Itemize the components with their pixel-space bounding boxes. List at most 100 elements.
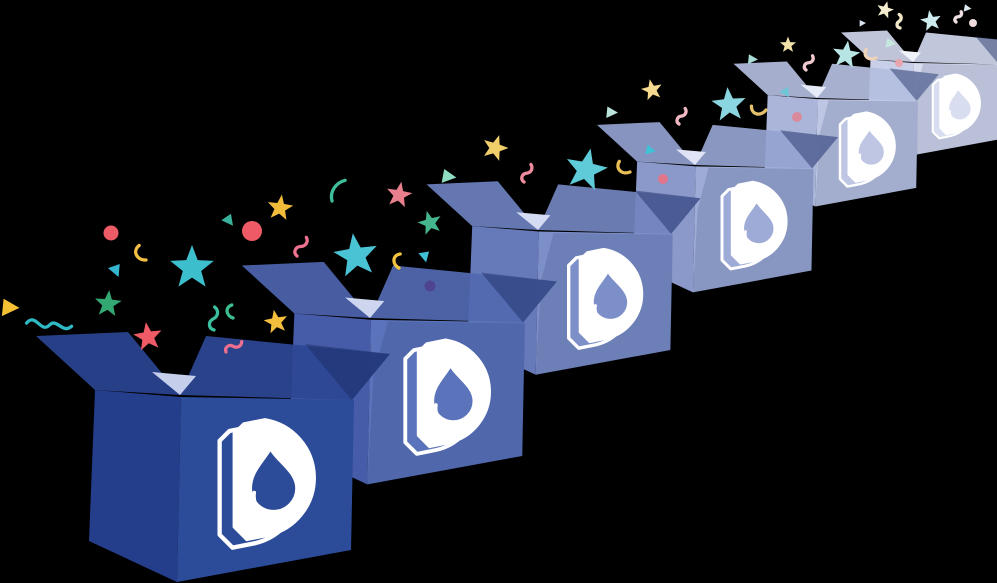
box-left-flap <box>733 61 817 98</box>
confetti-triangle <box>747 54 758 65</box>
gift-box-6 <box>841 30 997 156</box>
confetti-star <box>641 79 662 101</box>
confetti-triangle <box>1 298 20 317</box>
drip-droplet-logo <box>217 418 316 550</box>
box-flap-tip-shadow <box>481 272 557 323</box>
logo-droplet-highlight <box>744 230 753 247</box>
box-inner-flap <box>800 84 827 98</box>
confetti-star <box>832 40 861 68</box>
box-right-flap <box>817 63 939 101</box>
confetti-triangle <box>107 264 120 278</box>
logo-droplet-highlight <box>949 109 956 123</box>
box-flap-tip-shadow <box>305 344 390 400</box>
confetti-dot <box>792 112 802 122</box>
drip-droplet-logo <box>403 338 491 456</box>
box-right-flap <box>370 265 557 323</box>
confetti-triangle <box>221 213 234 226</box>
box-right-flap <box>695 124 839 169</box>
box-flap-tip-shadow <box>634 190 701 234</box>
confetti-triangle <box>779 86 789 98</box>
confetti-star <box>566 148 608 191</box>
box-left-flap <box>426 181 538 230</box>
gift-box-1 <box>36 332 390 582</box>
confetti-dot <box>969 19 977 27</box>
confetti-star <box>920 10 941 31</box>
box-flap-tip-shadow <box>975 36 997 63</box>
confetti-squiggle <box>392 252 402 270</box>
boxes-layer <box>36 30 997 582</box>
box-left-flap <box>36 332 180 395</box>
logo-droplet-face <box>416 338 491 449</box>
confetti-squiggle <box>134 243 148 262</box>
confetti-squiggle <box>207 305 220 332</box>
confetti-triangle <box>418 251 430 263</box>
box-inner-flap <box>675 149 706 165</box>
logo-droplet-highlight <box>593 304 604 323</box>
confetti-dot <box>895 59 903 67</box>
confetti-squiggle <box>616 159 632 175</box>
box-right-flap <box>913 32 997 65</box>
confetti-triangle <box>885 38 896 48</box>
logo-droplet-highlight <box>434 403 446 425</box>
confetti-squiggle <box>895 12 903 30</box>
logo-droplet-face <box>730 180 788 265</box>
box-flap-tip-shadow <box>889 68 939 101</box>
confetti-squiggle <box>24 318 74 331</box>
confetti-squiggle <box>520 162 534 184</box>
drip-droplet-logo <box>838 111 896 188</box>
confetti-layer <box>1 1 977 354</box>
box-left-flap <box>841 30 913 62</box>
confetti-squiggle <box>329 178 347 203</box>
confetti-triangle <box>645 144 656 155</box>
confetti-dot <box>242 221 262 241</box>
confetti-star <box>484 135 509 161</box>
drip-droplet-logo <box>931 73 981 140</box>
confetti-squiggle <box>863 47 878 61</box>
gift-box-5 <box>733 61 939 207</box>
confetti-squiggle <box>675 106 688 126</box>
box-inner-flap <box>152 372 196 395</box>
logo-droplet-face <box>232 418 316 542</box>
confetti-star <box>877 1 894 19</box>
confetti-star <box>267 194 294 220</box>
confetti-dot <box>103 225 119 241</box>
box-left-panel <box>89 390 181 582</box>
logo-droplet-face <box>847 111 896 183</box>
logo-droplet-highlight <box>858 153 867 168</box>
box-inner-flap <box>899 50 921 62</box>
confetti-star <box>133 322 162 351</box>
confetti-squiggle <box>224 340 244 354</box>
confetti-dot <box>658 174 668 184</box>
box-left-flap <box>241 261 370 318</box>
confetti-dot <box>424 280 436 292</box>
confetti-star <box>333 233 377 277</box>
confetti-star <box>387 181 413 208</box>
confetti-squiggle <box>225 303 235 320</box>
confetti-star <box>779 36 797 52</box>
confetti-star <box>170 245 214 287</box>
box-inner-flap <box>345 297 385 318</box>
confetti-squiggle <box>953 10 964 24</box>
confetti-triangle <box>963 4 972 12</box>
confetti-star <box>263 309 288 334</box>
confetti-star <box>417 210 441 235</box>
box-right-flap <box>538 184 701 234</box>
logo-droplet-face <box>939 73 981 136</box>
logo-droplet-face <box>578 247 644 344</box>
confetti-squiggle <box>293 235 309 258</box>
box-right-flap <box>180 336 390 400</box>
logo-droplet-highlight <box>252 490 265 516</box>
drip-droplet-logo <box>720 180 788 271</box>
box-flap-tip-shadow <box>780 130 839 169</box>
confetti-triangle <box>859 20 866 27</box>
drip-droplet-logo <box>567 247 644 350</box>
confetti-triangle <box>441 168 457 183</box>
confetti-squiggle <box>749 104 768 116</box>
box-inner-flap <box>516 212 551 230</box>
confetti-squiggle <box>802 54 815 72</box>
confetti-star <box>95 290 122 317</box>
box-left-flap <box>596 122 695 165</box>
confetti-star <box>711 87 746 121</box>
